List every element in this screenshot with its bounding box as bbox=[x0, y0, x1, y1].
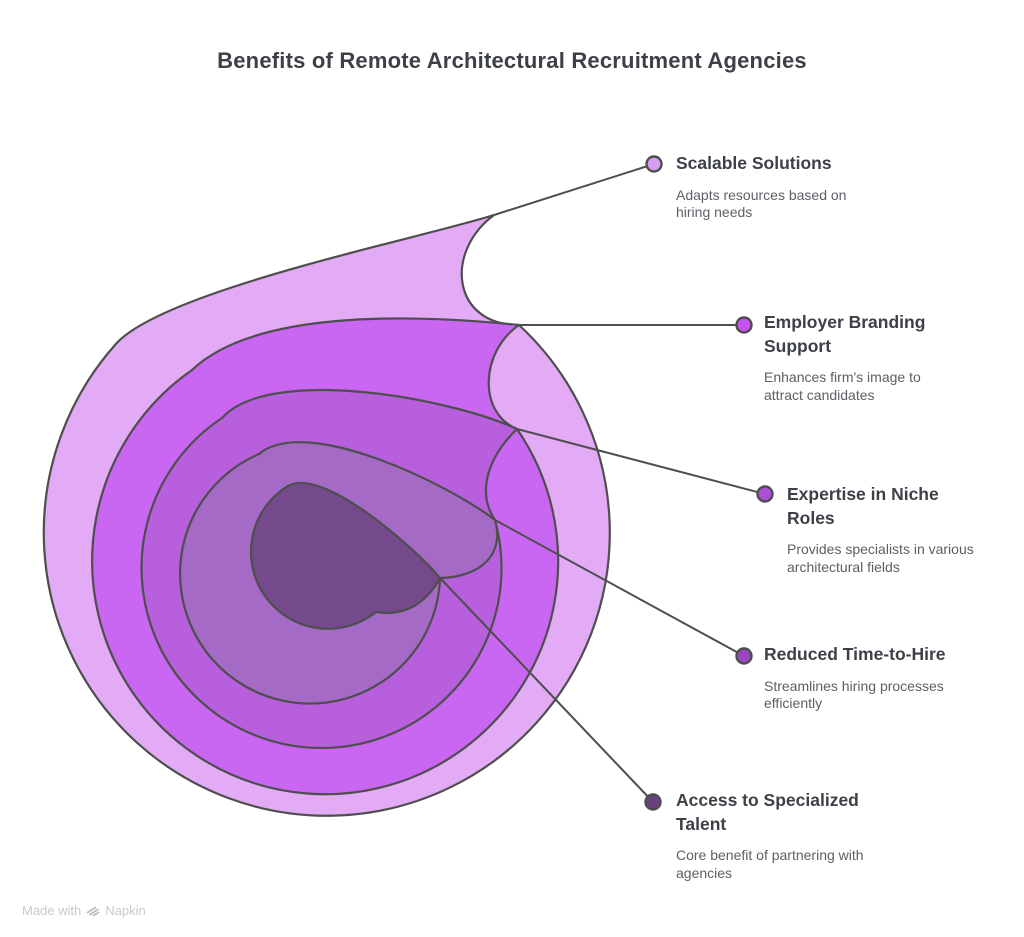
callout-heading: Employer Branding Support bbox=[764, 312, 926, 356]
callout-heading: Expertise in Niche Roles bbox=[787, 484, 939, 528]
page-title: Benefits of Remote Architectural Recruit… bbox=[217, 48, 807, 73]
callout-description: Core benefit of partnering with agencies bbox=[676, 847, 864, 881]
watermark-prefix: Made with bbox=[22, 903, 82, 918]
made-with-napkin-watermark: Made with Napkin bbox=[22, 903, 146, 918]
callout-dot-scalable-solutions bbox=[645, 155, 663, 173]
leader-line-scalable-solutions bbox=[493, 163, 655, 216]
callout-dot-access-to-specialized-talent bbox=[644, 793, 662, 811]
leader-line-expertise-in-niche-roles bbox=[516, 428, 766, 495]
callout-description: Adapts resources based on hiring needs bbox=[676, 186, 847, 221]
callout-dot-employer-branding-support bbox=[735, 316, 753, 334]
callout-heading: Reduced Time-to-Hire bbox=[764, 644, 946, 664]
callout-description: Enhances firm's image to attract candida… bbox=[764, 369, 921, 403]
callout-reduced-time-to-hire: Reduced Time-to-Hire Streamlines hiring … bbox=[764, 643, 979, 713]
layer-shape-access-to-specialized-talent bbox=[249, 482, 442, 630]
callout-description: Provides specialists in various architec… bbox=[787, 541, 974, 575]
callout-description: Streamlines hiring processes efficiently bbox=[764, 677, 944, 712]
leader-line-access-to-specialized-talent bbox=[439, 577, 654, 803]
callout-scalable-solutions: Scalable Solutions Adapts resources base… bbox=[676, 152, 871, 222]
callout-expertise-in-niche-roles: Expertise in Niche Roles Provides specia… bbox=[787, 483, 982, 576]
callout-heading: Access to Specialized Talent bbox=[676, 790, 859, 834]
leader-line-reduced-time-to-hire bbox=[494, 519, 745, 657]
napkin-logo-icon bbox=[86, 906, 100, 916]
watermark-brand: Napkin bbox=[105, 903, 146, 918]
callout-employer-branding-support: Employer Branding Support Enhances firm'… bbox=[764, 311, 954, 404]
callout-heading: Scalable Solutions bbox=[676, 153, 832, 173]
callout-access-to-specialized-talent: Access to Specialized Talent Core benefi… bbox=[676, 789, 886, 882]
callout-dot-reduced-time-to-hire bbox=[735, 647, 753, 665]
callout-dot-expertise-in-niche-roles bbox=[756, 485, 774, 503]
